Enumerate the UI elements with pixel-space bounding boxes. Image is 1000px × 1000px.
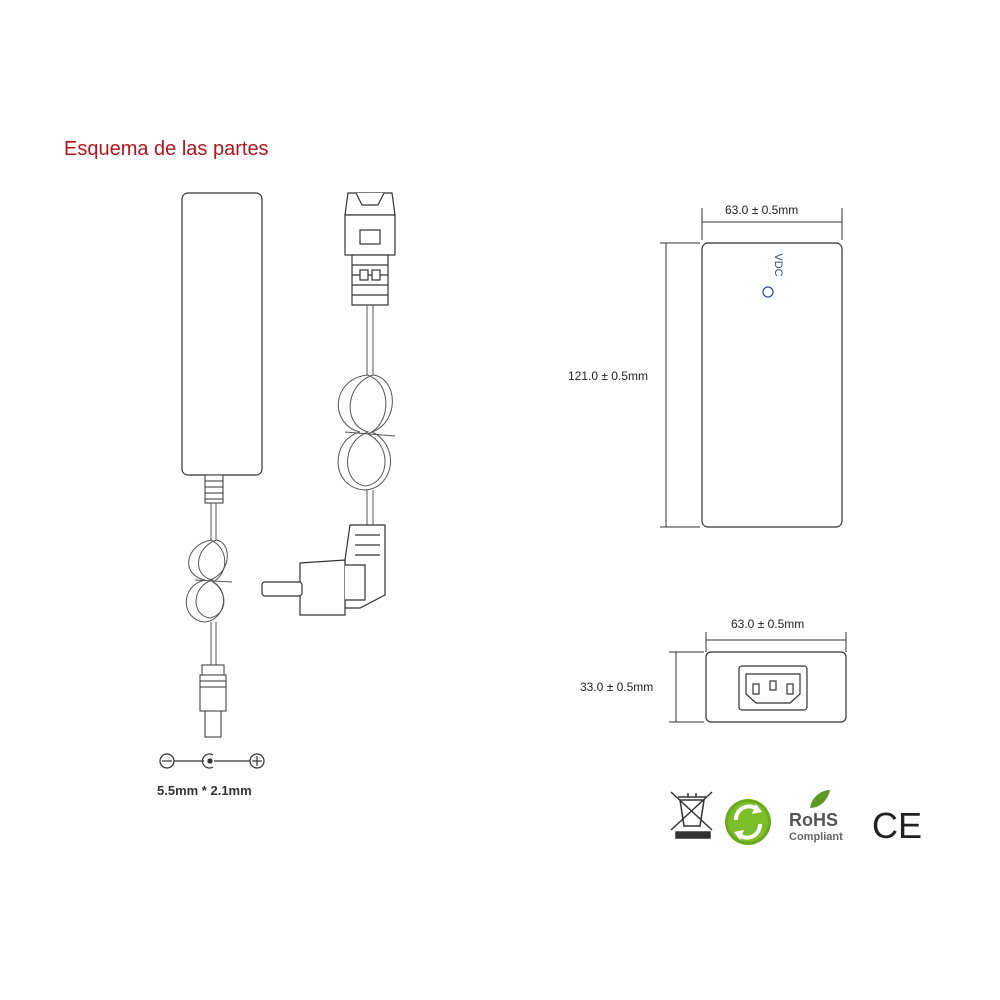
polarity-symbol — [159, 753, 265, 769]
end-view-dimension-lines — [669, 632, 847, 723]
rohs-logo: RoHS Compliant — [789, 790, 843, 843]
weee-bin-icon — [670, 791, 713, 839]
top-view-width-label: 63.0 ± 0.5mm — [725, 203, 799, 217]
ce-mark: CE — [872, 805, 922, 846]
end-view-height-label: 33.0 ± 0.5mm — [580, 680, 654, 694]
vdc-marking: VDC — [772, 253, 784, 276]
end-view-width-label: 63.0 ± 0.5mm — [731, 617, 805, 631]
dc-plug-size-label: 5.5mm * 2.1mm — [157, 783, 252, 798]
dc-barrel-plug — [199, 664, 227, 738]
rohs-subtitle: Compliant — [789, 831, 843, 843]
ac-cord — [337, 305, 396, 525]
top-view-length-label: 121.0 ± 0.5mm — [568, 369, 648, 383]
page-title: Esquema de las partes — [64, 138, 269, 160]
top-view-dimension-lines — [660, 208, 843, 528]
rohs-title: RoHS — [789, 810, 838, 830]
iec-c5-connector — [344, 192, 396, 306]
adapter-end-view — [705, 651, 847, 723]
schuko-plug — [261, 524, 386, 616]
dc-cable-strain-relief — [204, 474, 224, 504]
recycling-green-dot-icon — [725, 799, 771, 845]
power-brick — [181, 192, 263, 476]
dc-cable — [185, 503, 233, 665]
adapter-top-view — [701, 242, 843, 528]
